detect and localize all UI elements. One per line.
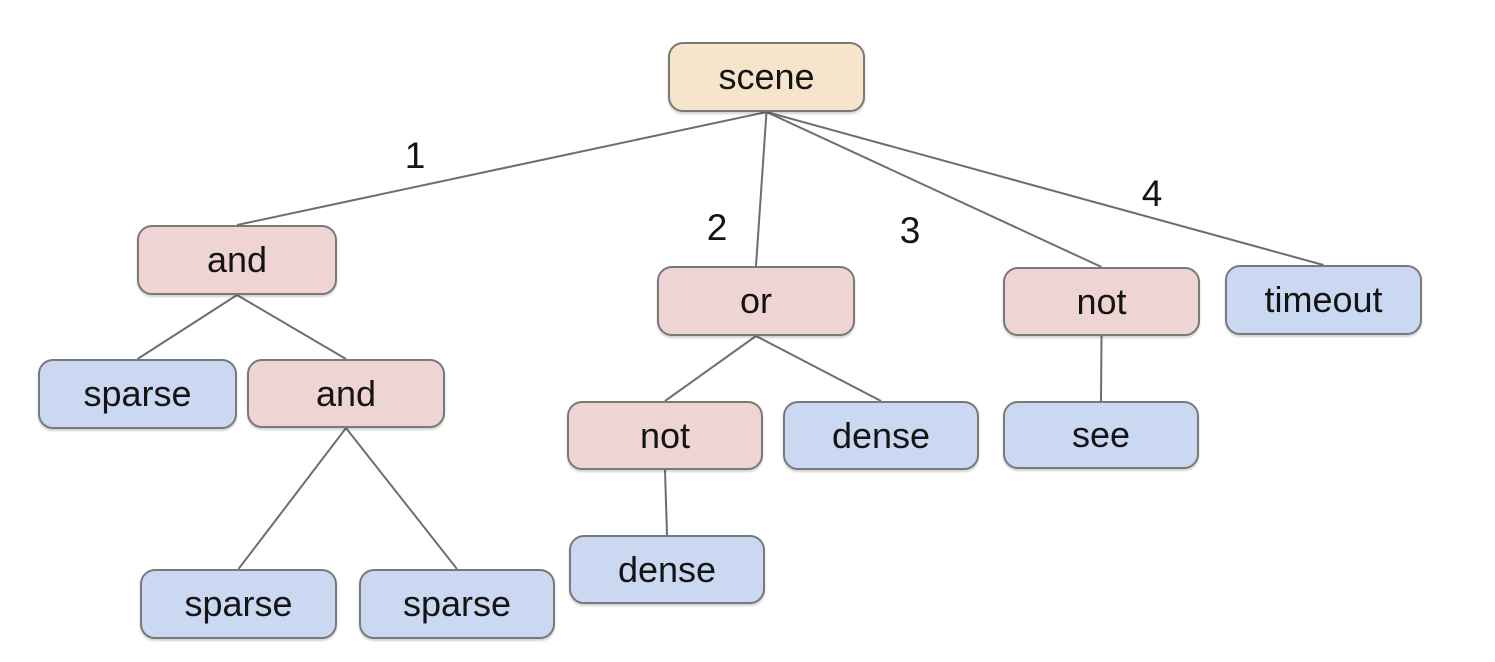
edge-and-2-to-sparse-3 [345,427,458,570]
edge-label-4: 4 [1142,173,1163,214]
edge-label-2: 2 [707,207,728,248]
edge-scene-to-and-1 [236,111,767,226]
edge-label-1: 1 [405,135,426,176]
edge-scene-to-not-1 [766,111,1102,268]
edge-or-1-to-dense-1 [755,335,882,402]
edge-scene-to-timeout-1 [766,111,1324,266]
edge-and-1-to-and-2 [236,294,347,360]
edge-not-1-to-see-1 [1100,335,1103,402]
edge-or-1-to-not-2 [664,335,757,402]
edge-and-1-to-sparse-1 [136,294,238,360]
edge-scene-to-or-1 [755,111,768,267]
edge-label-3: 3 [900,210,921,251]
edge-not-2-to-dense-2 [664,469,668,536]
edge-and-2-to-sparse-2 [237,427,347,570]
